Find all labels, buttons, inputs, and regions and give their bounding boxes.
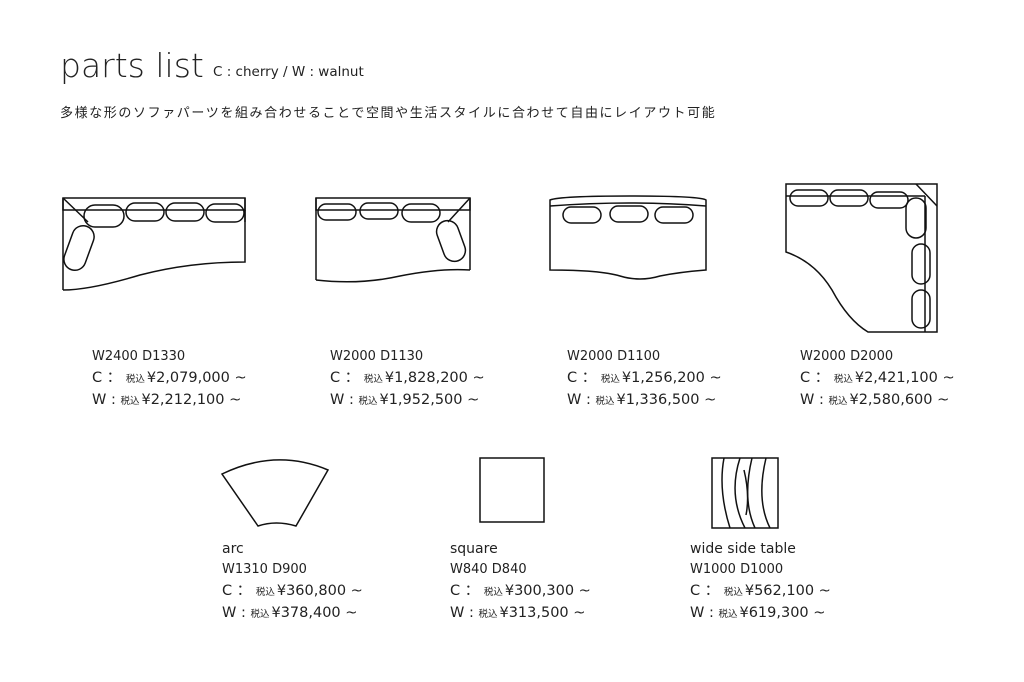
tax-label: 税込 bbox=[478, 609, 498, 620]
tax-label: 税込 bbox=[120, 396, 140, 407]
tax-label: 税込 bbox=[358, 396, 378, 407]
walnut-label: W : bbox=[800, 392, 824, 408]
cherry-price: ¥300,300 ~ bbox=[504, 582, 591, 599]
walnut-price: ¥2,580,600 ~ bbox=[849, 392, 950, 408]
tax-label: 税込 bbox=[833, 373, 853, 385]
sofa-corner-drawing bbox=[785, 183, 938, 333]
walnut-price: ¥619,300 ~ bbox=[739, 605, 826, 621]
cherry-label: C ： bbox=[800, 369, 830, 386]
cherry-label: C ： bbox=[92, 369, 122, 386]
tax-label: 税込 bbox=[718, 609, 738, 620]
cherry-label: C ： bbox=[567, 369, 597, 386]
side-table-drawing bbox=[711, 457, 779, 529]
arc-drawing bbox=[220, 459, 330, 527]
part-dims: W2000 D2000 bbox=[800, 349, 894, 364]
walnut-label: W : bbox=[330, 392, 354, 408]
sofa-w2400-drawing bbox=[62, 197, 246, 291]
cherry-price: ¥360,800 ~ bbox=[276, 582, 363, 599]
part-item: square W840 D840 C ： 税込¥300,300 ~ W : 税込… bbox=[450, 538, 591, 626]
cherry-price: ¥2,079,000 ~ bbox=[146, 369, 247, 386]
part-item: arc W1310 D900 C ： 税込¥360,800 ~ W : 税込¥3… bbox=[222, 538, 363, 626]
tax-label: 税込 bbox=[828, 396, 848, 407]
tax-label: 税込 bbox=[250, 609, 270, 620]
part-item: W2400 D1330 C ： 税込¥2,079,000 ~ W : 税込¥2,… bbox=[92, 347, 247, 413]
part-dims: W1000 D1000 bbox=[690, 562, 784, 577]
tax-label: 税込 bbox=[255, 586, 275, 598]
cherry-price: ¥2,421,100 ~ bbox=[854, 369, 955, 386]
cherry-label: C ： bbox=[690, 582, 720, 599]
walnut-price: ¥1,952,500 ~ bbox=[379, 392, 480, 408]
walnut-price: ¥1,336,500 ~ bbox=[616, 392, 717, 408]
cherry-price: ¥1,828,200 ~ bbox=[384, 369, 485, 386]
part-item: wide side table W1000 D1000 C ： 税込¥562,1… bbox=[690, 538, 831, 626]
walnut-price: ¥378,400 ~ bbox=[271, 605, 358, 621]
part-name: square bbox=[450, 541, 498, 557]
tax-label: 税込 bbox=[363, 373, 383, 385]
walnut-price: ¥313,500 ~ bbox=[499, 605, 586, 621]
tax-label: 税込 bbox=[595, 396, 615, 407]
tax-label: 税込 bbox=[483, 586, 503, 598]
cherry-price: ¥1,256,200 ~ bbox=[621, 369, 722, 386]
cherry-label: C ： bbox=[330, 369, 360, 386]
cherry-label: C ： bbox=[450, 582, 480, 599]
part-dims: W1310 D900 bbox=[222, 562, 307, 577]
cherry-price: ¥562,100 ~ bbox=[744, 582, 831, 599]
walnut-label: W : bbox=[690, 605, 714, 621]
walnut-label: W : bbox=[222, 605, 246, 621]
part-item: W2000 D2000 C ： 税込¥2,421,100 ~ W : 税込¥2,… bbox=[800, 347, 955, 413]
part-dims: W840 D840 bbox=[450, 562, 527, 577]
part-dims: W2400 D1330 bbox=[92, 349, 186, 364]
page-title: parts list bbox=[60, 46, 204, 85]
part-dims: W2000 D1130 bbox=[330, 349, 424, 364]
sofa-w2000-d1130-drawing bbox=[315, 197, 471, 283]
part-item: W2000 D1130 C ： 税込¥1,828,200 ~ W : 税込¥1,… bbox=[330, 347, 485, 413]
walnut-label: W : bbox=[92, 392, 116, 408]
sofa-w2000-d1100-drawing bbox=[549, 195, 707, 280]
tax-label: 税込 bbox=[125, 373, 145, 385]
part-dims: W2000 D1100 bbox=[567, 349, 661, 364]
wood-legend: C : cherry / W : walnut bbox=[213, 64, 364, 80]
part-item: W2000 D1100 C ： 税込¥1,256,200 ~ W : 税込¥1,… bbox=[567, 347, 722, 413]
cherry-label: C ： bbox=[222, 582, 252, 599]
walnut-price: ¥2,212,100 ~ bbox=[141, 392, 242, 408]
tax-label: 税込 bbox=[723, 586, 743, 598]
walnut-label: W : bbox=[567, 392, 591, 408]
description: 多様な形のソファパーツを組み合わせることで空間や生活スタイルに合わせて自由にレイ… bbox=[60, 106, 717, 121]
walnut-label: W : bbox=[450, 605, 474, 621]
tax-label: 税込 bbox=[600, 373, 620, 385]
part-name: wide side table bbox=[690, 541, 796, 557]
part-name: arc bbox=[222, 541, 244, 557]
square-drawing bbox=[479, 457, 545, 523]
